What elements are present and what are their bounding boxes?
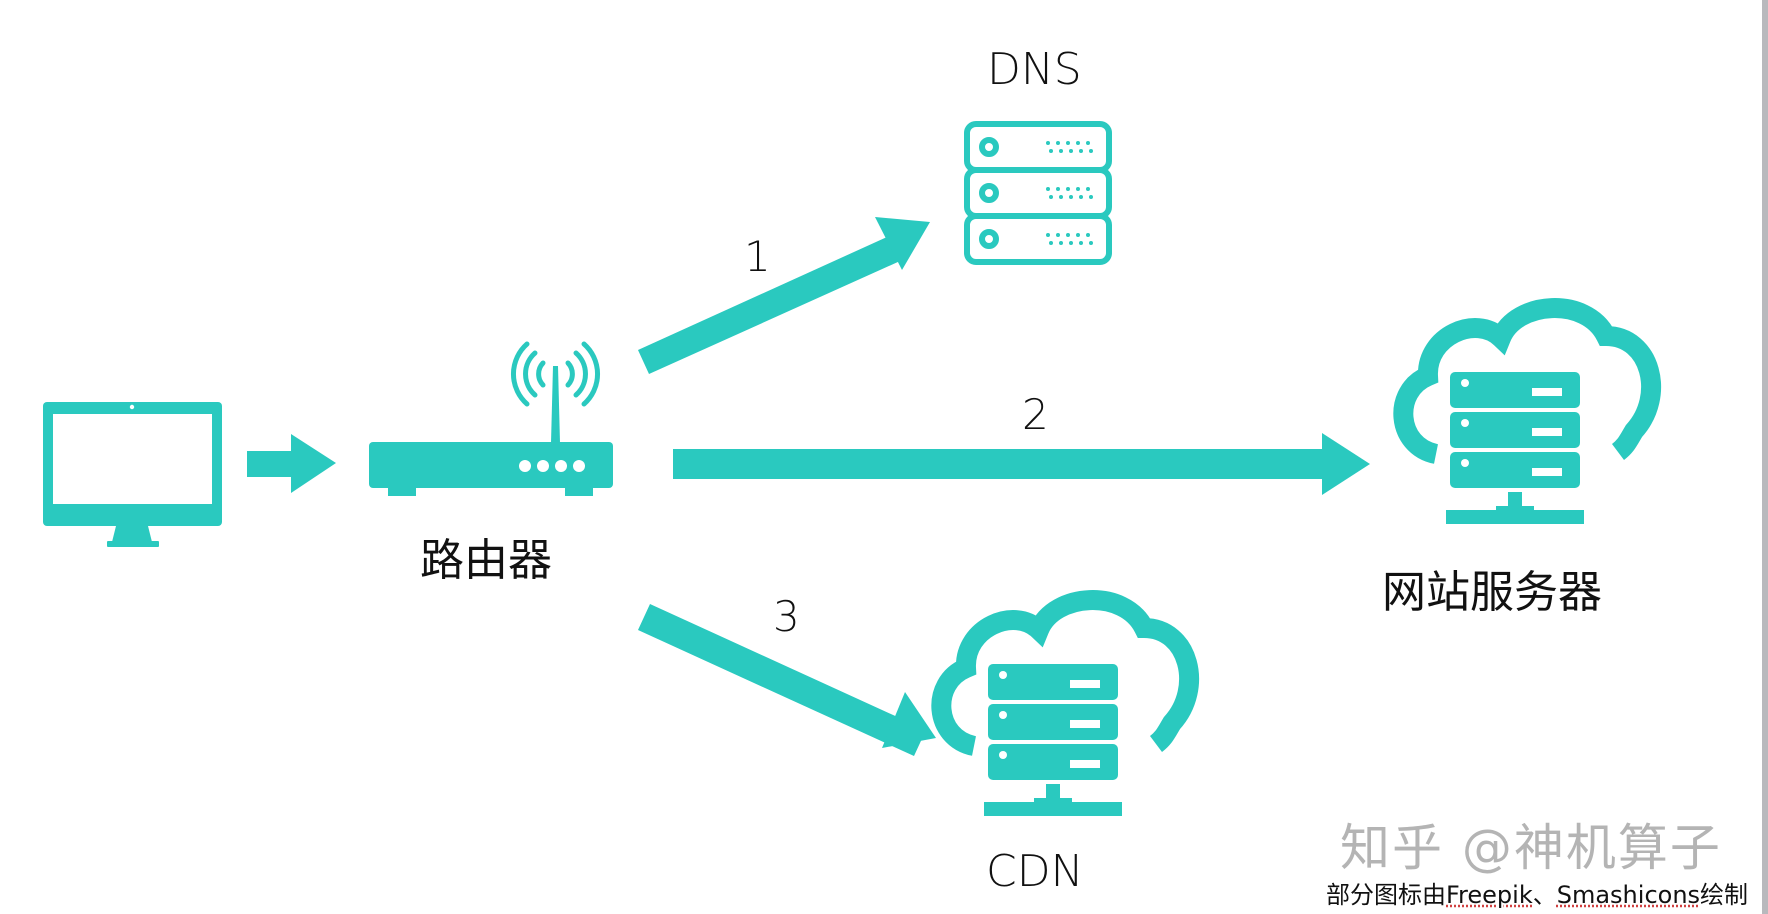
- vent-dot: [1076, 187, 1080, 191]
- vent-dot: [1049, 149, 1053, 153]
- vent-dot: [1089, 195, 1093, 199]
- arrow-1-shape: [638, 217, 930, 374]
- vent-dot: [1069, 195, 1073, 199]
- vent-dot: [1046, 233, 1050, 237]
- vent-dot: [1059, 195, 1063, 199]
- vent-dot: [1086, 187, 1090, 191]
- arrow-router-to-cdn: [638, 604, 936, 756]
- vent-dot: [1059, 149, 1063, 153]
- vent-dot: [1086, 233, 1090, 237]
- vent-dot: [1049, 195, 1053, 199]
- credit-prefix: 部分图标由: [1326, 881, 1446, 909]
- vent-dot: [1049, 241, 1053, 245]
- edge-label-2: 2: [1022, 390, 1049, 439]
- edge-label-3: 3: [773, 592, 800, 641]
- vent-dot: [1056, 233, 1060, 237]
- vent-dot: [1079, 149, 1083, 153]
- credit-source-smashicons: Smashicons: [1556, 881, 1701, 909]
- vent-dot: [1079, 195, 1083, 199]
- desktop-monitor-icon: [43, 402, 222, 547]
- vent-dot: [1046, 141, 1050, 145]
- page-edge-divider: [1762, 0, 1768, 914]
- arrow-computer-to-router: [247, 434, 336, 493]
- vent-dot: [1059, 241, 1063, 245]
- vent-dot: [1079, 241, 1083, 245]
- vent-dot: [1066, 187, 1070, 191]
- vent-dot: [1069, 149, 1073, 153]
- arrow-router-to-web-server: [673, 433, 1370, 495]
- dns-label: DNS: [987, 44, 1082, 95]
- vent-dot: [1056, 187, 1060, 191]
- credit-separator: 、: [1532, 881, 1557, 909]
- cloud-server-icon: [931, 590, 1200, 816]
- server-rack-outline-icon: [964, 121, 1112, 265]
- wifi-router-icon: [369, 341, 613, 496]
- cdn-label: CDN: [986, 846, 1084, 897]
- credit-source-freepik: Freepik: [1446, 881, 1533, 909]
- vent-dot: [1089, 149, 1093, 153]
- edge-label-1: 1: [744, 232, 771, 281]
- web-server-label: 网站服务器: [1382, 567, 1602, 618]
- watermark: 知乎 @神机算子: [1340, 819, 1722, 877]
- router-label: 路由器: [420, 535, 552, 586]
- vent-dot: [1076, 233, 1080, 237]
- vent-dot: [1066, 233, 1070, 237]
- vent-dot: [1086, 141, 1090, 145]
- vent-dot: [1089, 241, 1093, 245]
- credit-suffix: 绘制: [1700, 881, 1749, 909]
- icon-credit: 部分图标由Freepik、Smashicons绘制: [1326, 875, 1748, 910]
- vent-dot: [1069, 241, 1073, 245]
- vent-dot: [1076, 141, 1080, 145]
- vent-dot: [1046, 187, 1050, 191]
- cloud-server-icon: [1393, 298, 1662, 524]
- vent-dot: [1056, 141, 1060, 145]
- vent-dot: [1066, 141, 1070, 145]
